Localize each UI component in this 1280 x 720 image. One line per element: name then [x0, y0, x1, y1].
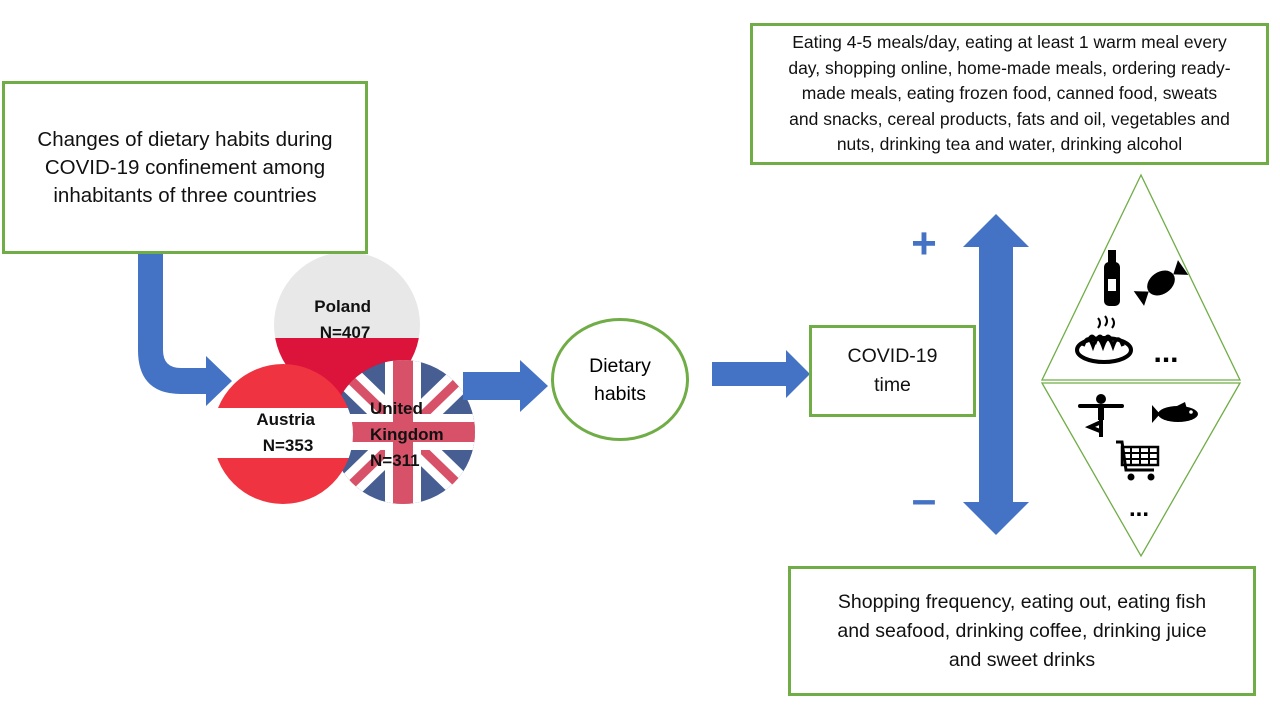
increased-line: nuts, drinking tea and water, drinking a… — [836, 134, 1183, 155]
bent-arrow — [138, 253, 232, 406]
dietary-habits-line: Dietary — [589, 354, 651, 377]
increased-line: Eating 4-5 meals/day, eating at least 1 … — [792, 32, 1227, 53]
uk-label: United Kingdom N=311 — [370, 399, 448, 470]
title-line: Changes of dietary habits during — [37, 127, 333, 151]
covid-time-line: COVID-19 — [847, 345, 938, 367]
minus-sign: – — [912, 475, 936, 524]
increased-line: day, shopping online, home-made meals, o… — [788, 57, 1231, 78]
dietary-habits-line: habits — [593, 382, 647, 405]
decreased-line: Shopping frequency, eating out, eating f… — [837, 590, 1207, 613]
top-diamond — [1040, 173, 1242, 381]
title-line: COVID-19 confinement among — [44, 155, 326, 179]
dietary-habits-node: Dietary habits — [551, 318, 689, 441]
title-box: Changes of dietary habits during COVID-1… — [2, 81, 368, 254]
pasta-plate-icon — [1075, 315, 1133, 364]
decreased-habits-box: Shopping frequency, eating out, eating f… — [788, 566, 1256, 696]
decreased-line: and sweet drinks — [948, 648, 1096, 671]
increased-line: and snacks, cereal products, fats and oi… — [789, 108, 1230, 129]
shopping-cart-icon — [1116, 440, 1160, 481]
covid-time-box: COVID-19 time — [809, 325, 976, 417]
decreased-line: and seafood, drinking coffee, drinking j… — [837, 619, 1207, 642]
increased-habits-box: Eating 4-5 meals/day, eating at least 1 … — [750, 23, 1269, 165]
covid-time-line: time — [874, 374, 911, 396]
plus-sign: + — [911, 219, 937, 268]
top-diamond-ellipsis: ... — [1153, 336, 1178, 369]
bottom-diamond-ellipsis: ... — [1129, 495, 1149, 522]
candy-icon — [1133, 260, 1189, 306]
austria-label: Austria N=353 — [256, 410, 319, 455]
bottle-icon — [1104, 250, 1120, 306]
arrow-to-covid — [712, 350, 810, 398]
poland-label: Poland N=407 — [314, 297, 375, 342]
title-line: inhabitants of three countries — [53, 183, 317, 207]
yoga-person-icon — [1078, 394, 1124, 437]
double-arrow — [963, 214, 1029, 535]
arrow-to-habits — [463, 360, 548, 412]
fish-icon — [1152, 402, 1198, 423]
increased-line: made meals, eating frozen food, canned f… — [801, 83, 1218, 104]
